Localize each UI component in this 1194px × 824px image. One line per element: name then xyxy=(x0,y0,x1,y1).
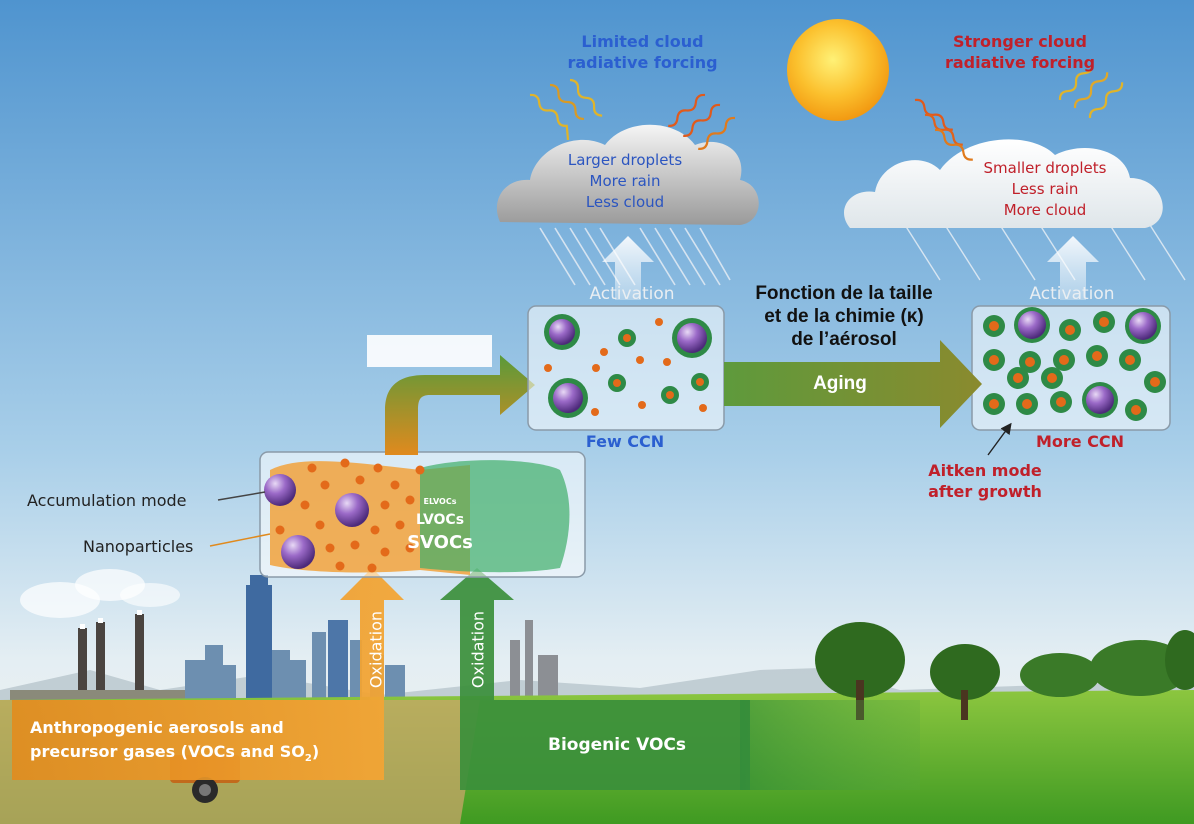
aerosol-particles xyxy=(264,474,369,569)
anthropogenic-label: Anthropogenic aerosols and precursor gas… xyxy=(30,718,320,765)
biogenic-label: Biogenic VOCs xyxy=(548,735,686,755)
svocs-label: SVOCs xyxy=(407,532,473,553)
aitken-pointer xyxy=(987,422,1012,456)
more-ccn-label: More CCN xyxy=(1035,432,1125,451)
refinery-icon xyxy=(510,620,558,700)
anthropogenic-arrow xyxy=(12,568,404,780)
activation-arrow-right xyxy=(1047,236,1099,300)
activation-label-right: Activation xyxy=(1029,284,1115,304)
growth-arrow xyxy=(385,355,535,455)
cloud-right xyxy=(844,139,1163,228)
nanoparticle-dots xyxy=(275,458,425,573)
biogenic-arrow xyxy=(440,568,750,790)
rain-left xyxy=(539,227,731,286)
lvocs-label: LVOCs xyxy=(415,512,465,528)
oxidation-label-right: Oxidation xyxy=(468,610,488,689)
radiation-left xyxy=(529,78,736,150)
sun-icon xyxy=(787,19,889,121)
aging-label: Aging xyxy=(813,373,867,394)
few-ccn-particles xyxy=(544,314,712,418)
activation-arrow-left xyxy=(602,236,654,300)
nanoparticles-label: Nanoparticles xyxy=(83,537,194,556)
accumulation-mode-label: Accumulation mode xyxy=(27,491,187,510)
oxidation-label-left: Oxidation xyxy=(366,610,386,689)
nanoparticles-pointer xyxy=(209,533,271,547)
elvocs-label: ELVOCs xyxy=(423,497,457,506)
trees xyxy=(815,622,1194,720)
cloud-left xyxy=(496,124,759,225)
city-skyline xyxy=(185,575,405,705)
accumulation-pointer xyxy=(217,491,266,501)
more-ccn-particles xyxy=(983,307,1166,421)
activation-label-left: Activation xyxy=(589,284,675,304)
radiation-right xyxy=(914,64,1124,161)
aging-arrow xyxy=(724,340,982,428)
few-ccn-label: Few CCN xyxy=(585,432,665,451)
